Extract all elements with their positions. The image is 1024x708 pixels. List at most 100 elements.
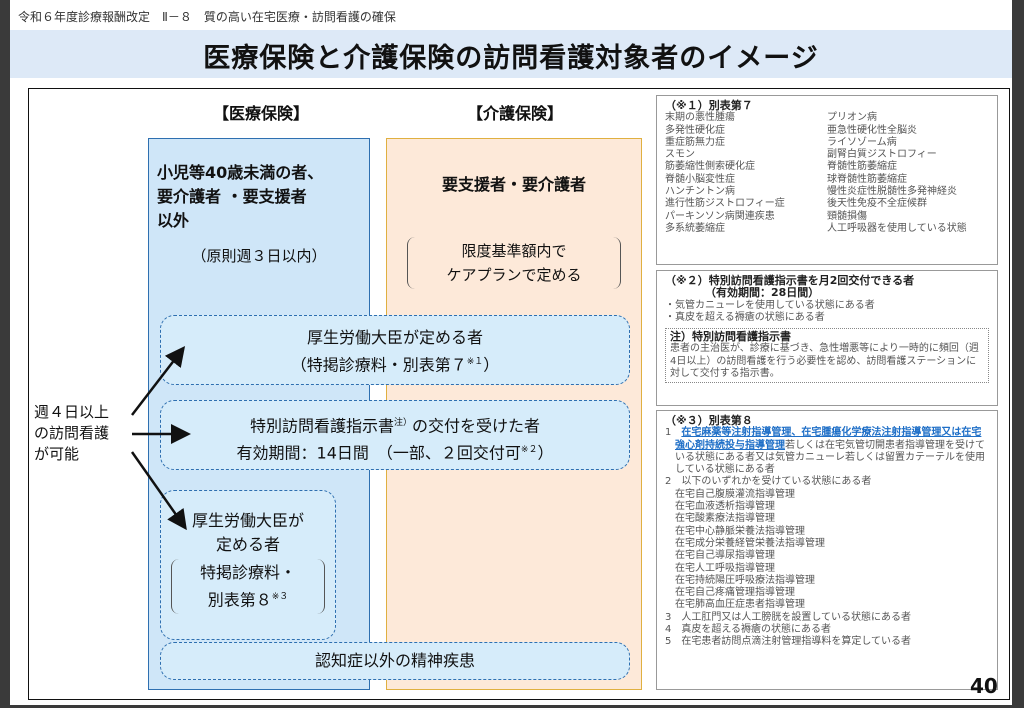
list-item: 進行性筋ジストロフィー症	[665, 198, 785, 210]
frequency-label: 週４日以上 の訪問看護 が可能	[34, 402, 109, 465]
list-item: 在宅人工呼吸指導管理	[675, 562, 775, 574]
text: 別表第８	[207, 590, 272, 610]
label-line: の訪問看護	[34, 424, 110, 442]
box-line: 有効期間：14日間 （一部、２回交付可※２）	[161, 438, 629, 465]
text: の交付を受けた者	[412, 416, 541, 436]
medical-target-line: 以外	[157, 211, 190, 230]
footnote-ref: ※３	[271, 592, 289, 602]
box-minister-designated-8: 厚生労働大臣が 定める者 特掲診療料・ 別表第８※３	[160, 490, 336, 640]
box-line: 厚生労働大臣が	[191, 511, 304, 530]
label-line: 週４日以上	[34, 403, 110, 421]
list-item: 多発性硬化症	[665, 124, 725, 136]
list-item: 末期の悪性腫瘍	[665, 112, 735, 124]
note-item-1: 1 在宅麻薬等注射指導管理、在宅腫瘍化学療法注射指導管理又は在宅強心剤持続投与指…	[665, 427, 989, 476]
text: 若しくは在宅気管切開患者指導管理を受けている状態にある者又は気管カニューレ若しく…	[675, 439, 985, 476]
note-item: ・真皮を超える褥瘡の状態にある者	[665, 311, 825, 323]
box-mental-illness: 認知症以外の精神疾患	[160, 642, 630, 680]
box-line: 定める者	[215, 535, 280, 554]
list-item: 多系統萎縮症	[665, 222, 725, 234]
medical-target-line: 小児等40歳未満の者、	[157, 163, 324, 182]
note-item: ・気管カニューレを使用している状態にある者	[665, 299, 875, 311]
note-item-3: 3 人工肛門又は人工膀胱を設置している状態にある者	[665, 611, 912, 623]
text: （特掲診療料・別表第７	[290, 355, 467, 375]
list-item: プリオン病	[827, 112, 877, 124]
arrows	[130, 346, 191, 531]
instruction-definition: 注）特別訪問看護指示書 患者の主治医が、診療に基づき、急性増悪等により一時的に頻…	[665, 328, 989, 384]
list-item: スモン	[665, 149, 695, 161]
care-target: 要支援者・要介護者	[441, 175, 586, 194]
note-title: （※１）別表第７	[665, 99, 753, 112]
title-band	[10, 30, 1012, 78]
item-number: 1	[665, 427, 672, 439]
medical-target-line: 要介護者 ・要支援者	[157, 187, 307, 206]
text: 有効期間：14日間 （一部、２回交付可	[236, 443, 521, 463]
list-item: 在宅自己腹膜灌流指導管理	[675, 488, 795, 500]
note-special-instruction: （※２）特別訪問看護指示書を月2回交付できる者 （有効期間：28日間） ・気管カ…	[656, 270, 998, 406]
box-special-instruction: 特別訪問看護指示書注）の交付を受けた者 有効期間：14日間 （一部、２回交付可※…	[160, 400, 630, 470]
note-item-2: 2 以下のいずれかを受けている状態にある者	[665, 476, 872, 488]
main-frame	[28, 88, 1010, 700]
footnote-ref: ※１	[466, 357, 484, 367]
box-line: （特掲診療料・別表第７※１）	[161, 350, 629, 377]
list-item: 筋萎縮性側索硬化症	[665, 161, 755, 173]
disease-list-right: プリオン病亜急性硬化性全脳炎ライソゾーム病副腎白質ジストロフィー脊髄性筋萎縮症球…	[827, 112, 989, 235]
section-header: 令和６年度診療報酬改定 Ⅱ－８ 質の高い在宅医療・訪問看護の確保	[18, 10, 396, 24]
list-item: 亜急性硬化性全脳炎	[827, 124, 917, 136]
label-line: が可能	[34, 445, 80, 463]
list-item: 人工呼吸器を使用している状態	[827, 222, 967, 234]
list-item: 頸髄損傷	[827, 210, 867, 222]
arrow-to-box3	[130, 451, 187, 531]
page-number: 40	[970, 674, 998, 698]
list-item: 脊髄小脳変性症	[665, 173, 735, 185]
box-line: 特別訪問看護指示書注）の交付を受けた者	[161, 411, 629, 438]
list-item: 在宅自己疼痛管理指導管理	[675, 587, 795, 599]
note-item-4: 4 真皮を超える褥瘡の状態にある者	[665, 624, 832, 636]
note-appendix-7: （※１）別表第７ 末期の悪性腫瘍多発性硬化症重症筋無力症スモン筋萎縮性側索硬化症…	[656, 95, 998, 265]
list-item: 在宅血液透析指導管理	[675, 501, 775, 513]
medical-frequency: （原則週３日以内）	[191, 247, 327, 265]
footnote-ref: 注）	[393, 418, 412, 428]
list-item: 在宅肺高血圧症患者指導管理	[675, 599, 805, 611]
note-appendix-8: （※３）別表第８ 1 在宅麻薬等注射指導管理、在宅腫瘍化学療法注射指導管理又は在…	[656, 410, 998, 690]
list-item: ハンチントン病	[665, 186, 735, 198]
box-minister-designated-7: 厚生労働大臣が定める者 （特掲診療料・別表第７※１）	[160, 315, 630, 385]
list-item: 脊髄性筋萎縮症	[827, 161, 897, 173]
note-title: （※２）特別訪問看護指示書を月2回交付できる者	[665, 274, 915, 287]
care-plan-line: ケアプランで定める	[446, 266, 582, 284]
highlighted-text: 在宅麻薬等注射指導管理、在宅腫瘍化学療法注射指導管理又は在宅強心剤持続投与指導管…	[675, 427, 982, 451]
list-item: 副腎白質ジストロフィー	[827, 149, 937, 161]
management-list: 在宅自己腹膜灌流指導管理在宅血液透析指導管理在宅酸素療法指導管理在宅中心静脈栄養…	[665, 489, 989, 612]
list-item: ライソゾーム病	[827, 136, 897, 148]
list-item: 在宅持続陽圧呼吸療法指導管理	[675, 574, 815, 586]
text: 特別訪問看護指示書	[249, 416, 394, 436]
list-item: 在宅自己導尿指導管理	[675, 550, 775, 562]
footnote-ref: ※２	[520, 445, 538, 456]
slide: 令和６年度診療報酬改定 Ⅱ－８ 質の高い在宅医療・訪問看護の確保 医療保険と介護…	[10, 0, 1012, 705]
note-item-5: 5 在宅患者訪問点滴注射管理指導料を算定している者	[665, 636, 912, 648]
box-line: 特掲診療料・	[199, 563, 296, 582]
text: ）	[483, 355, 500, 375]
list-item: 重症筋無力症	[665, 136, 725, 148]
list-item: 在宅成分栄養経管栄養法指導管理	[675, 537, 825, 549]
list-item: 慢性炎症性脱髄性多発神経炎	[827, 186, 957, 198]
care-plan-note: 限度基準額内で ケアプランで定める	[407, 237, 621, 289]
bracket: 特掲診療料・ 別表第８※３	[171, 559, 325, 615]
note-subtitle: 注）特別訪問看護指示書	[670, 330, 791, 344]
note-period: （有効期間：28日間）	[705, 286, 820, 300]
disease-list-left: 末期の悪性腫瘍多発性硬化症重症筋無力症スモン筋萎縮性側索硬化症脊髄小脳変性症ハン…	[665, 112, 827, 235]
list-item: 在宅中心静脈栄養法指導管理	[675, 525, 805, 537]
list-item: 在宅酸素療法指導管理	[675, 513, 775, 525]
note-title: （※３）別表第８	[665, 414, 753, 427]
page-title: 医療保険と介護保険の訪問看護対象者のイメージ	[203, 43, 819, 74]
list-item: パーキンソン病関連疾患	[665, 210, 775, 222]
note-text: 患者の主治医が、診療に基づき、急性増悪等により一時的に頻回（週4日以上）の訪問看…	[670, 343, 979, 380]
medical-heading: 【医療保険】	[212, 104, 309, 123]
list-item: 球脊髄性筋萎縮症	[827, 173, 907, 185]
text: ）	[537, 443, 554, 463]
arrow-to-box1	[131, 346, 186, 416]
list-item: 後天性免疫不全症候群	[827, 198, 927, 210]
box-line: 別表第８※３	[174, 585, 322, 612]
care-plan-line: 限度基準額内で	[461, 242, 567, 260]
care-heading: 【介護保険】	[466, 104, 563, 123]
box-line: 厚生労働大臣が定める者	[306, 328, 483, 347]
